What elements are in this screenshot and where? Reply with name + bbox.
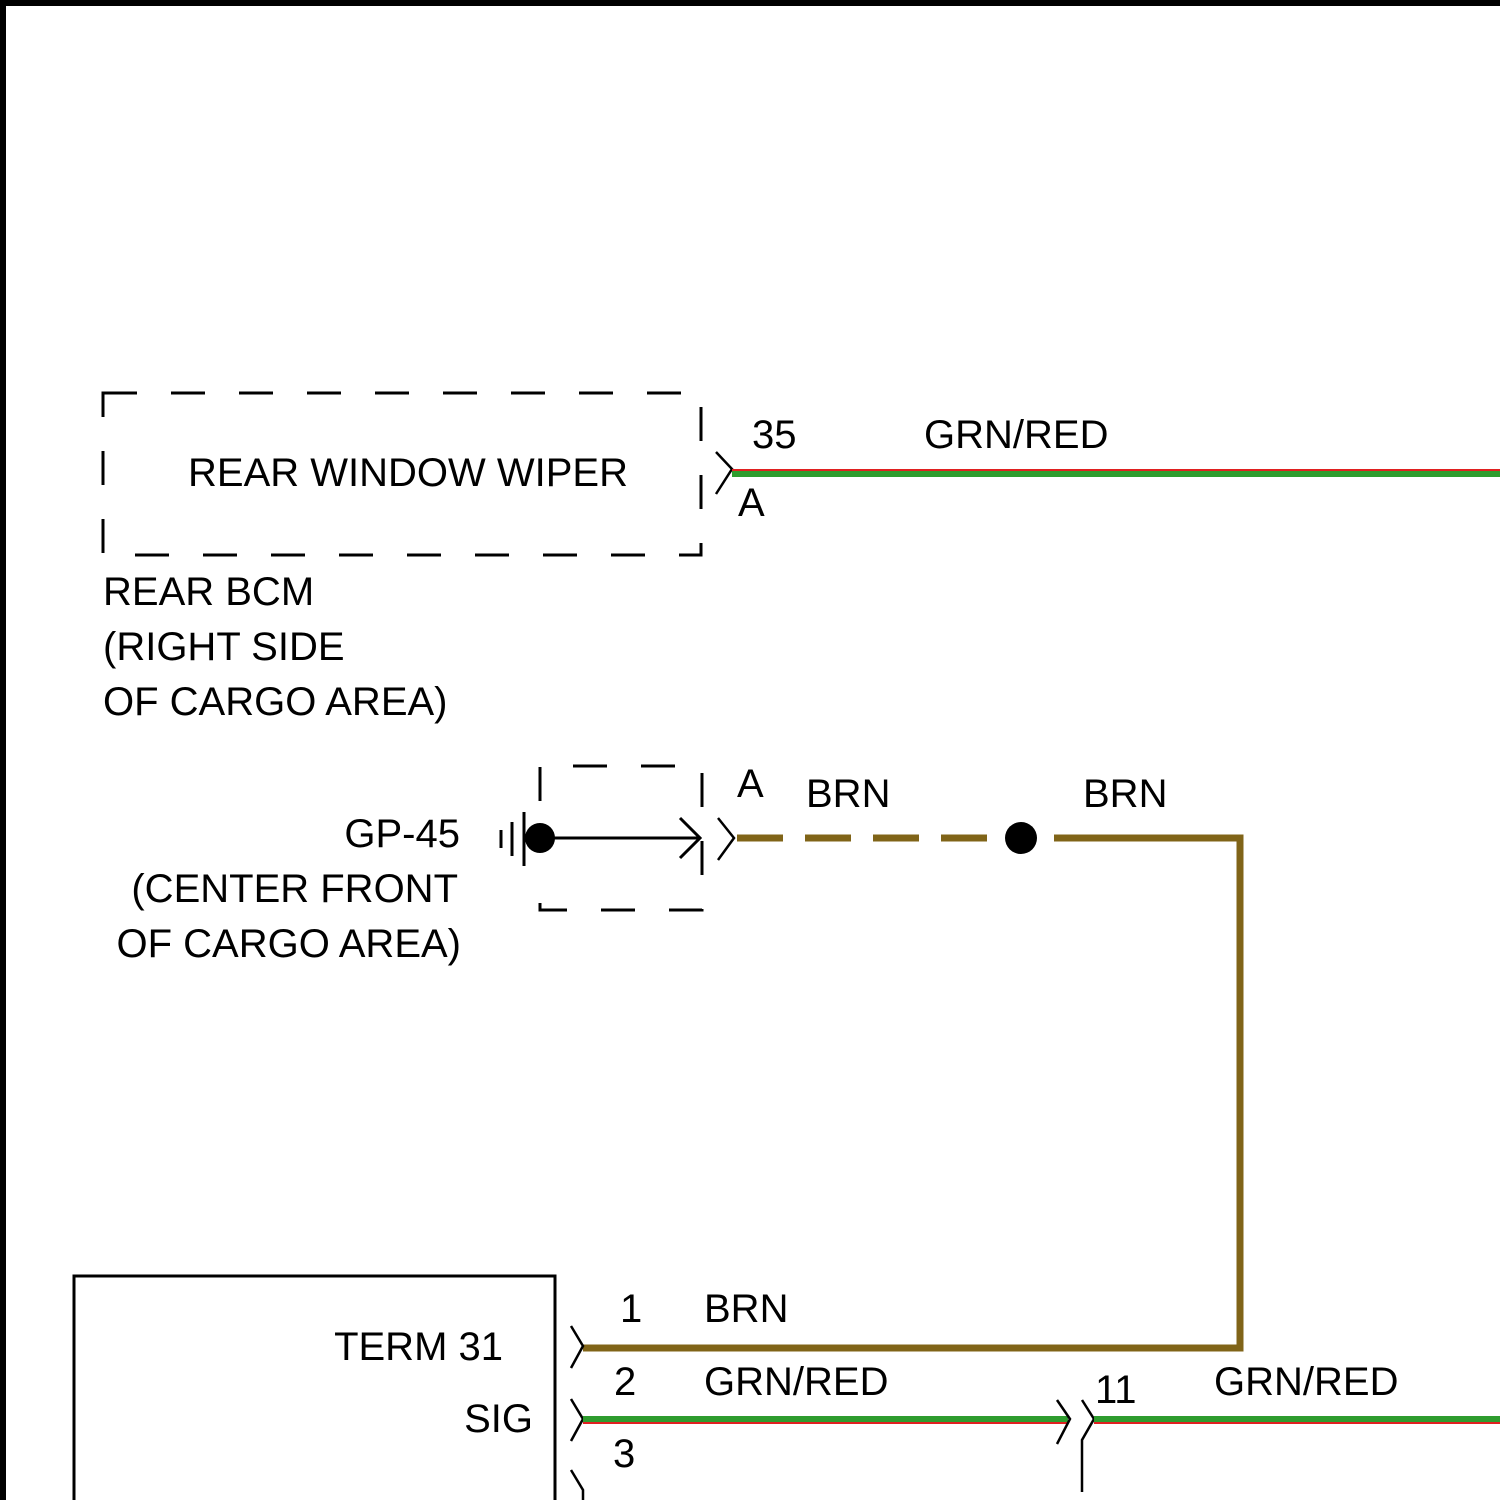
wire-grn-red-out [1094,1419,1500,1423]
gp45-wire-color-left: BRN [806,772,890,816]
rear-bcm-connector-pin-35 [716,452,732,494]
wire-grn-red-top [732,470,1500,474]
rear-bcm-name-line-1: REAR BCM [103,570,314,614]
rear-bcm: REAR WINDOW WIPER REAR BCM (RIGHT SIDE O… [103,393,1500,724]
ground-symbol-icon [501,812,524,866]
gp45-connector-pin-a [718,818,734,860]
gp45-connector-letter: A [737,762,764,806]
module-connector-pin-2 [571,1399,583,1441]
pin-2-wire-color: GRN/RED [704,1360,888,1404]
inline-connector-pin-11 [1057,1400,1094,1492]
wiper-module: TERM 31 SIG 1 BRN 2 GRN/RED 3 11 GRN/RED [74,1276,1500,1500]
wiper-module-box [74,1276,555,1500]
rear-bcm-name-line-2: (RIGHT SIDE [103,625,345,669]
rear-bcm-name-line-3: OF CARGO AREA) [103,680,448,724]
module-connector-pin-1 [571,1326,583,1368]
ground-gp45: GP-45 (CENTER FRONT OF CARGO AREA) A BRN… [117,762,1241,1348]
pin-1-wire-color: BRN [704,1287,788,1331]
rear-bcm-connector-letter: A [738,481,765,525]
wire-grn-red-sig [583,1419,1068,1423]
gp45-name-line-2: (CENTER FRONT [131,867,458,911]
gp45-name-line-1: GP-45 [344,812,460,856]
pin-2-number: 2 [614,1360,636,1404]
inline-wire-color-label: GRN/RED [1214,1360,1398,1404]
rear-bcm-pin-number: 35 [752,413,797,457]
splice-dot [1005,822,1037,854]
rear-window-wiper-label: REAR WINDOW WIPER [188,451,628,495]
gp45-wire-color-right: BRN [1083,772,1167,816]
inline-connector-pin-number: 11 [1095,1368,1137,1412]
rear-bcm-wire-color-label: GRN/RED [924,413,1108,457]
module-connector-pin-3 [571,1470,583,1500]
pin-3-number: 3 [613,1432,635,1476]
gp45-name-line-3: OF CARGO AREA) [117,922,462,966]
pin-label-sig: SIG [464,1397,533,1441]
pin-label-term-31: TERM 31 [334,1325,503,1369]
pin-1-number: 1 [620,1287,642,1331]
wire-brn-route [583,838,1240,1348]
